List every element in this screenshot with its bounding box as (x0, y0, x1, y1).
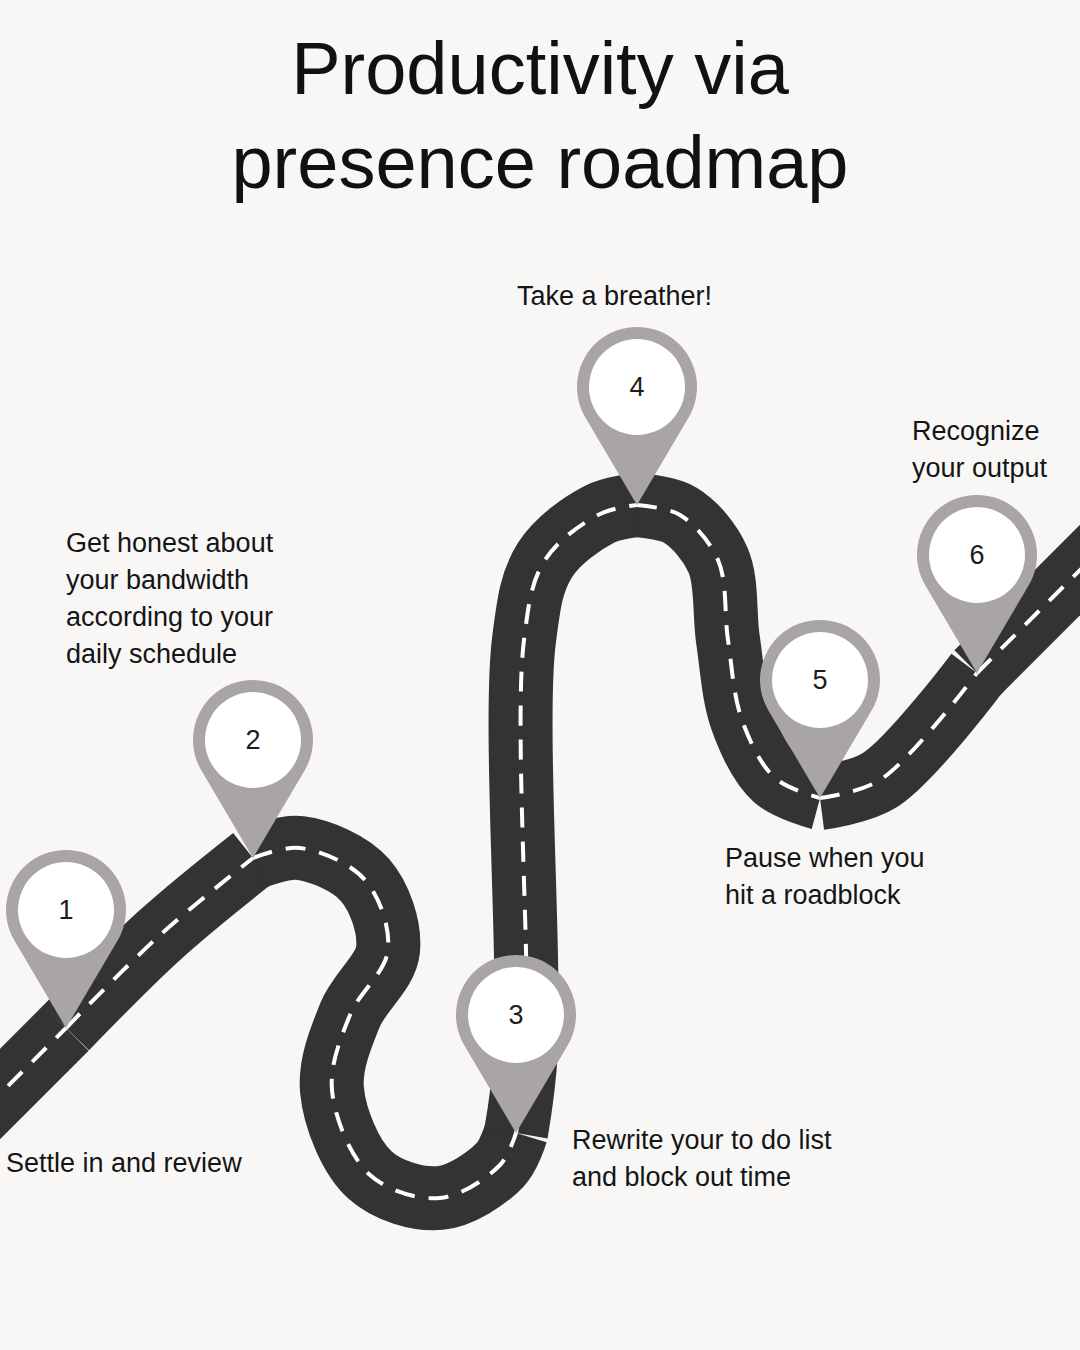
pin-face (468, 967, 564, 1063)
pin-face (18, 862, 114, 958)
step-label: Take a breather! (517, 278, 712, 315)
pin-shape (760, 620, 880, 798)
step-label: Recognize your output (912, 413, 1062, 487)
title: Productivity via presence roadmap (180, 22, 900, 210)
roadmap-pin: 6Recognize your output (915, 493, 1039, 673)
step-label: Pause when you hit a roadblock (725, 840, 950, 914)
road-centerline (0, 1028, 66, 1134)
pin-face (929, 507, 1025, 603)
pin-marker (915, 493, 1039, 673)
callout-number: 3 (468, 967, 564, 1063)
pin-face (589, 339, 685, 435)
roadmap-pin: 2Get honest about your bandwidth accordi… (191, 678, 315, 858)
roadmap-pin: 4Take a breather! (575, 325, 699, 505)
pin-face (772, 632, 868, 728)
roadmap-pin: 5Pause when you hit a roadblock (758, 618, 882, 798)
step-label: Settle in and review (6, 1145, 242, 1182)
pin-marker (191, 678, 315, 858)
callout-number: 2 (205, 692, 301, 788)
roadmap-pin: 1Settle in and review (4, 848, 128, 1028)
pin-shape (577, 327, 697, 505)
pin-shape (456, 955, 576, 1133)
callout-number: 1 (18, 862, 114, 958)
pin-marker (758, 618, 882, 798)
pin-marker (575, 325, 699, 505)
callout-number: 5 (772, 632, 868, 728)
road-asphalt (0, 1028, 66, 1134)
pin-marker (4, 848, 128, 1028)
pin-face (205, 692, 301, 788)
pin-marker (454, 953, 578, 1133)
step-label: Rewrite your to do list and block out ti… (572, 1122, 862, 1196)
pin-shape (6, 850, 126, 1028)
pin-shape (193, 680, 313, 858)
pin-shape (917, 495, 1037, 673)
step-label: Get honest about your bandwidth accordin… (66, 525, 326, 673)
callout-number: 6 (929, 507, 1025, 603)
roadmap-pin: 3Rewrite your to do list and block out t… (454, 953, 578, 1133)
callout-number: 4 (589, 339, 685, 435)
road-start (0, 1028, 66, 1134)
